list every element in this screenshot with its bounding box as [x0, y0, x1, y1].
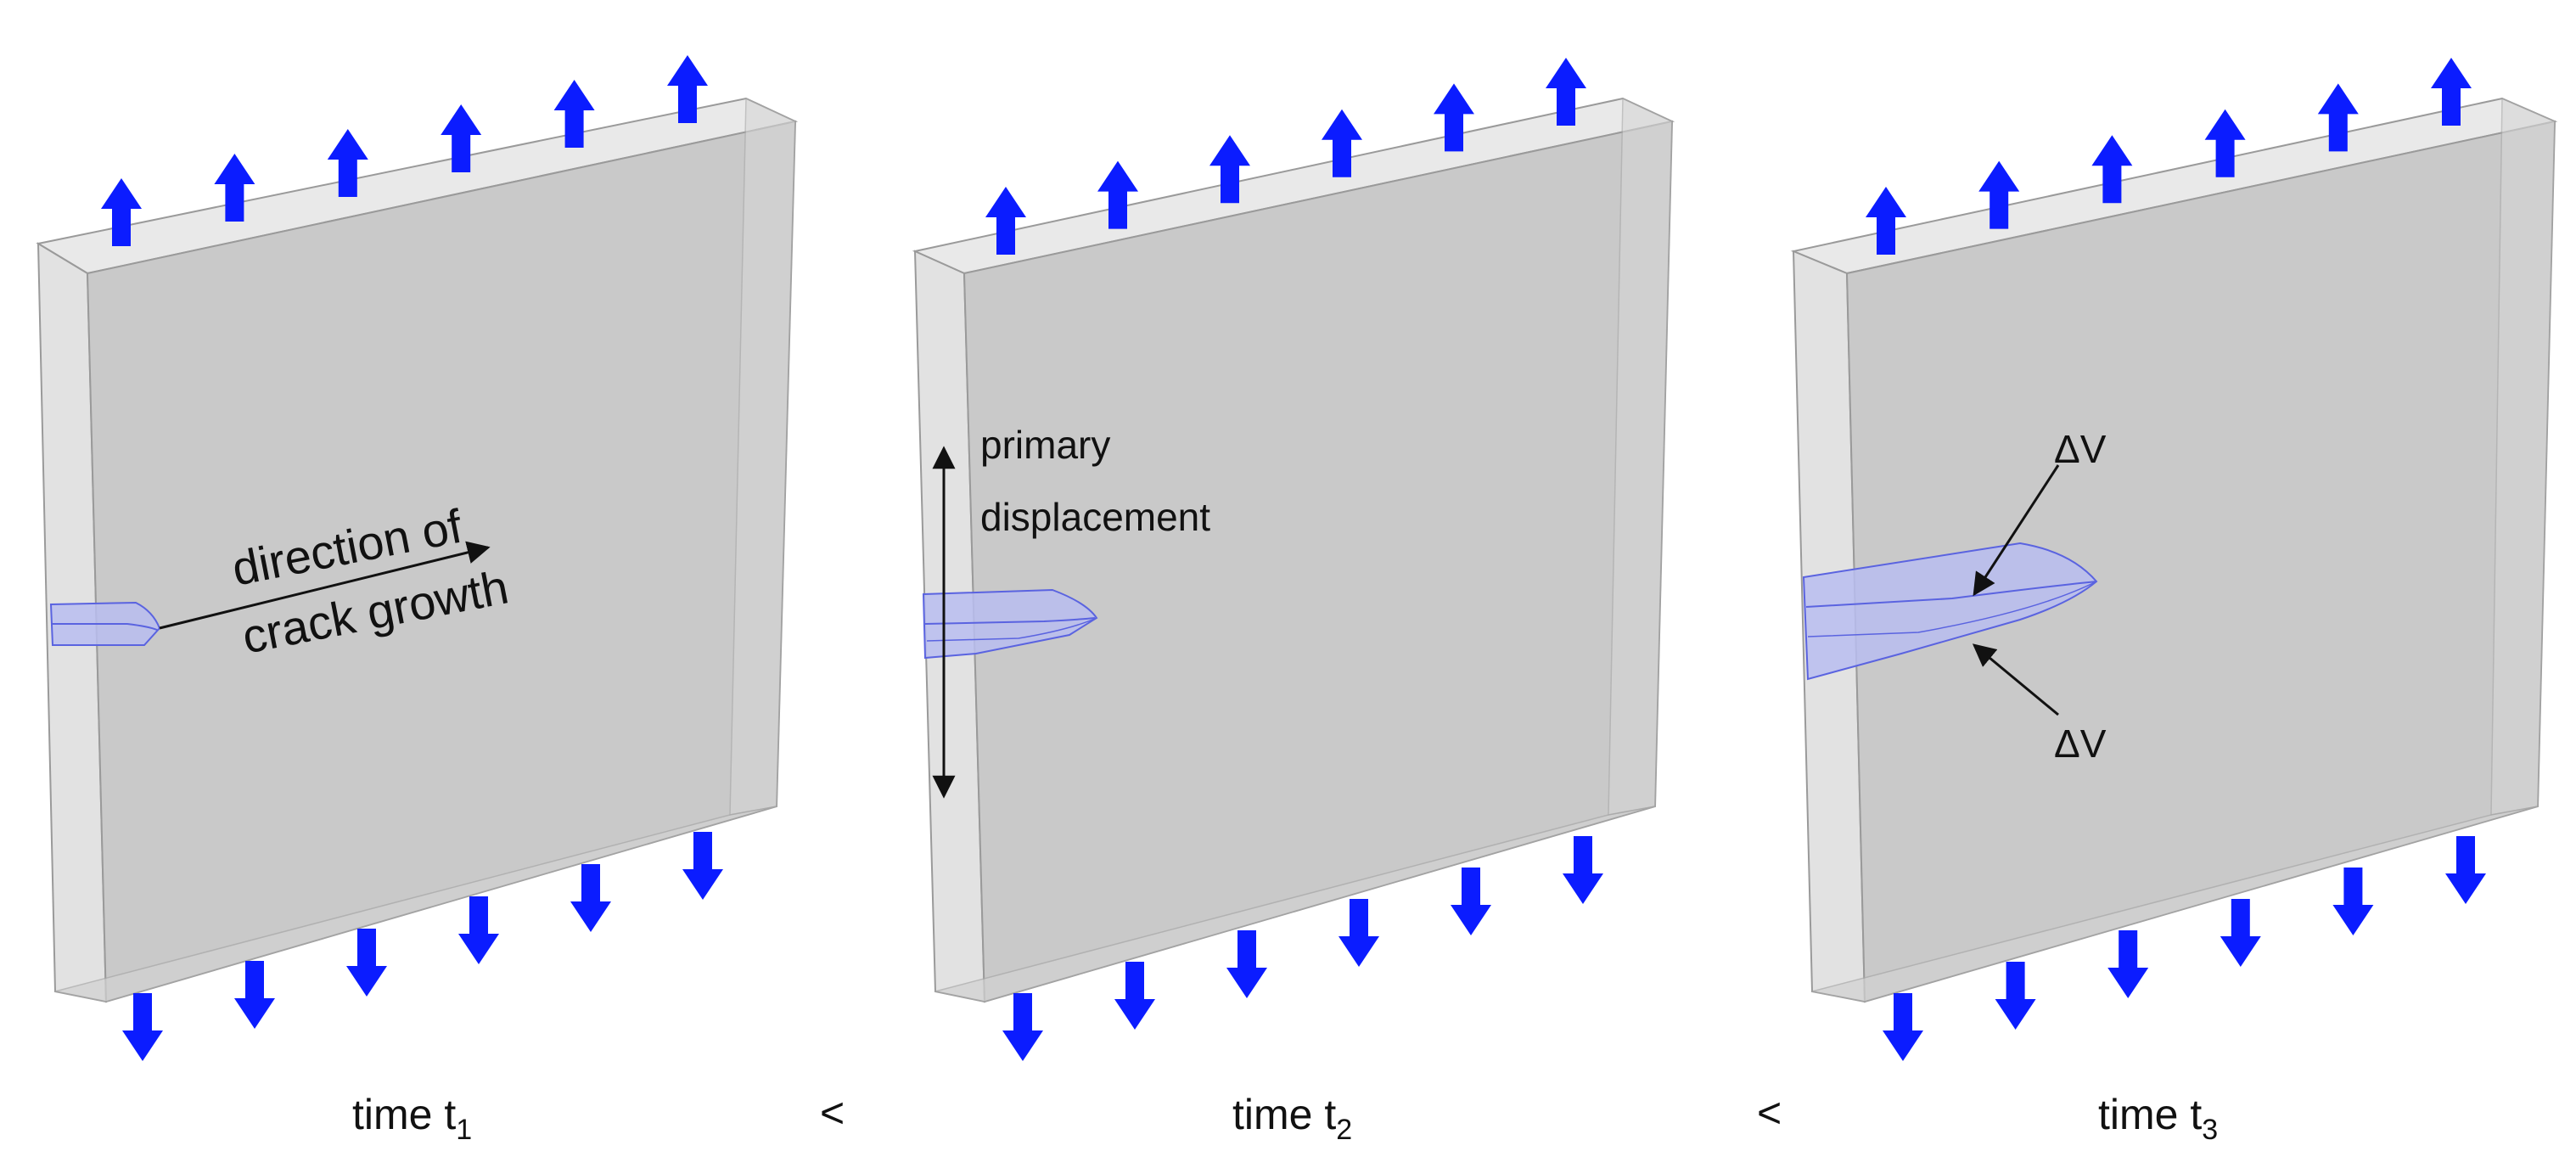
panel-t2: primary displacement	[912, 58, 1675, 1061]
crack-t2	[922, 588, 1098, 660]
plate-right-edge	[2490, 97, 2556, 816]
annotation-delta-v-upper: ΔV	[2054, 427, 2107, 471]
crack-t3	[1802, 542, 2098, 681]
plate-bottom-edge	[934, 806, 1656, 1002]
arrow-up-icon	[101, 178, 142, 246]
arrow-down-icon	[2220, 899, 2261, 967]
arrow-up-icon	[2317, 83, 2359, 152]
plate-t2	[912, 97, 1675, 1003]
arrow-down-icon	[1114, 962, 1155, 1030]
arrow-down-icon	[1883, 993, 1923, 1061]
panel-t3: ΔV ΔV	[1790, 58, 2558, 1061]
arrow-up-icon	[2091, 135, 2133, 204]
arrow-up-icon	[553, 80, 595, 148]
arrow-down-icon	[2107, 930, 2149, 998]
arrow-down-icon	[346, 929, 387, 997]
arrow-down-icon	[2332, 868, 2374, 935]
arrow-up-icon	[2204, 109, 2246, 177]
load-arrows-bottom-t3	[1883, 836, 2486, 1061]
arrow-down-icon	[122, 993, 163, 1061]
arrow-down-icon	[1451, 868, 1491, 935]
arrow-up-icon	[1434, 83, 1474, 152]
arrow-up-icon	[2431, 58, 2472, 126]
load-arrows-top-t3	[1866, 58, 2472, 255]
arrow-down-icon	[234, 961, 275, 1029]
arrow-up-icon	[1546, 58, 1586, 126]
caption-t2: time t2	[1232, 1091, 1352, 1146]
plate-bottom-edge	[54, 806, 777, 1002]
arrow-down-icon	[458, 896, 499, 964]
arrow-down-icon	[2445, 836, 2486, 904]
arrow-down-icon	[1563, 836, 1603, 904]
load-arrows-top-t2	[985, 58, 1586, 255]
delta-v-upper-arrow	[1973, 464, 2060, 597]
separator-2: <	[1757, 1089, 1782, 1137]
arrow-up-icon	[667, 55, 708, 123]
load-arrows-bottom-t1	[122, 832, 723, 1061]
arrow-up-icon	[441, 104, 482, 172]
arrow-down-icon	[1226, 930, 1267, 998]
crack-inner-line	[1805, 581, 2097, 608]
crack-inner-line-2	[926, 617, 1097, 642]
caption-t3: time t3	[2098, 1091, 2218, 1146]
crack-inner-line-2	[1807, 581, 2097, 637]
arrow-down-icon	[1339, 899, 1379, 967]
arrow-up-icon	[1978, 160, 2020, 229]
annotation-displacement: displacement	[980, 495, 1210, 539]
arrow-down-icon	[1002, 993, 1043, 1061]
annotation-primary: primary	[980, 423, 1110, 467]
load-arrows-top-t1	[101, 55, 708, 246]
crack-inner-line	[924, 617, 1096, 625]
crack-body	[922, 588, 1098, 660]
crack-t1	[49, 601, 161, 646]
arrow-down-icon	[682, 832, 723, 900]
crack-growth-arrow	[159, 541, 491, 630]
caption-t1: time t1	[352, 1091, 472, 1146]
annotation-delta-v-lower: ΔV	[2054, 722, 2107, 766]
arrow-up-icon	[1866, 187, 1906, 255]
plate-front-face	[962, 120, 1674, 1003]
arrow-down-icon	[570, 864, 611, 932]
arrow-up-icon	[214, 154, 255, 222]
arrow-up-icon	[327, 129, 368, 197]
plate-bottom-edge	[1811, 806, 2539, 1002]
crack-inner-line	[51, 623, 158, 631]
arrow-up-icon	[1209, 135, 1250, 204]
separator-1: <	[820, 1089, 845, 1137]
arrow-down-icon	[1995, 962, 2036, 1030]
arrow-up-icon	[985, 187, 1026, 255]
panel-t1: direction of crack growth	[36, 55, 799, 1061]
arrow-up-icon	[1097, 160, 1138, 229]
plate-t3	[1790, 97, 2558, 1003]
captions: time t1 < time t2 < time t3	[352, 1089, 2218, 1146]
load-arrows-bottom-t2	[1002, 836, 1603, 1061]
delta-v-lower-arrow	[1972, 643, 2059, 716]
arrow-up-icon	[1322, 109, 1362, 177]
